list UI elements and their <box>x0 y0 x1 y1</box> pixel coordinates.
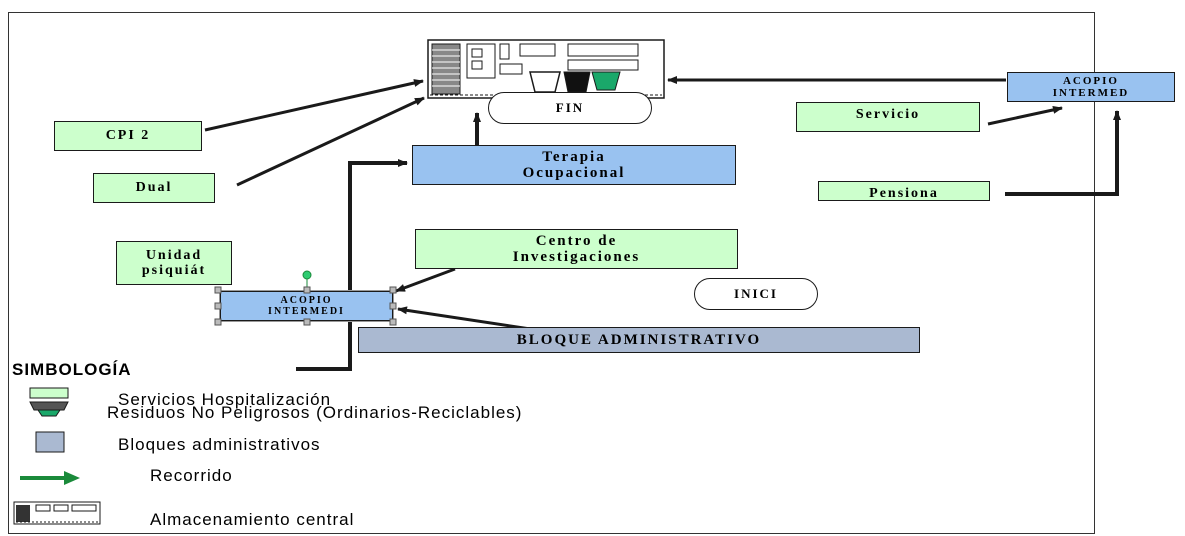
arrow-bloque-to-acopio <box>397 306 538 332</box>
legend-label-bloques: Bloques administrativos <box>118 435 321 454</box>
service-servicio: Servicio <box>796 102 980 132</box>
service-centro-investigaciones: Centro de Investigaciones <box>415 229 738 269</box>
inici-node: INICI <box>694 278 818 310</box>
legend-label-residuos: Residuos No Peligrosos (Ordinarios-Recic… <box>107 403 523 422</box>
bloque-administrativo: BLOQUE ADMINISTRATIVO <box>358 327 920 353</box>
legend-title: SIMBOLOGÍA <box>12 360 132 379</box>
diagram-frame <box>8 12 1095 534</box>
arrow-dual-to-storage <box>236 96 425 187</box>
waste-bins-icon <box>29 401 69 417</box>
arrow-cpi2-to-storage <box>204 79 424 132</box>
fin-node: FIN <box>488 92 652 124</box>
acopio-intermedio-right: ACOPIO INTERMED <box>1007 72 1175 102</box>
arrow-pensiona-to-acopio <box>1005 110 1121 196</box>
arrow-route-to-terapia <box>296 159 408 371</box>
legend-label-almacenamiento: Almacenamiento central <box>150 510 355 529</box>
arrow-servicio-to-acopio <box>987 105 1063 126</box>
service-dual: Dual <box>93 173 215 203</box>
blue-square-icon <box>35 431 65 453</box>
central-storage-icon <box>13 501 101 525</box>
acopio-intermedio-left[interactable]: ACOPIO INTERMEDI <box>219 290 394 322</box>
service-cpi2: CPI 2 <box>54 121 202 151</box>
admin-terapia-ocupacional: Terapia Ocupacional <box>412 145 736 185</box>
service-unidad-psiquiatrica: Unidad psiquiát <box>116 241 232 285</box>
legend-label-recorrido: Recorrido <box>150 466 233 485</box>
legend-label-servicios: Servicios Hospitalización <box>118 390 332 409</box>
green-arrow-icon <box>20 471 80 485</box>
green-rectangle-icon <box>29 387 69 399</box>
arrow-centro-to-acopio <box>395 267 456 293</box>
service-pensiona: Pensiona <box>818 181 990 201</box>
